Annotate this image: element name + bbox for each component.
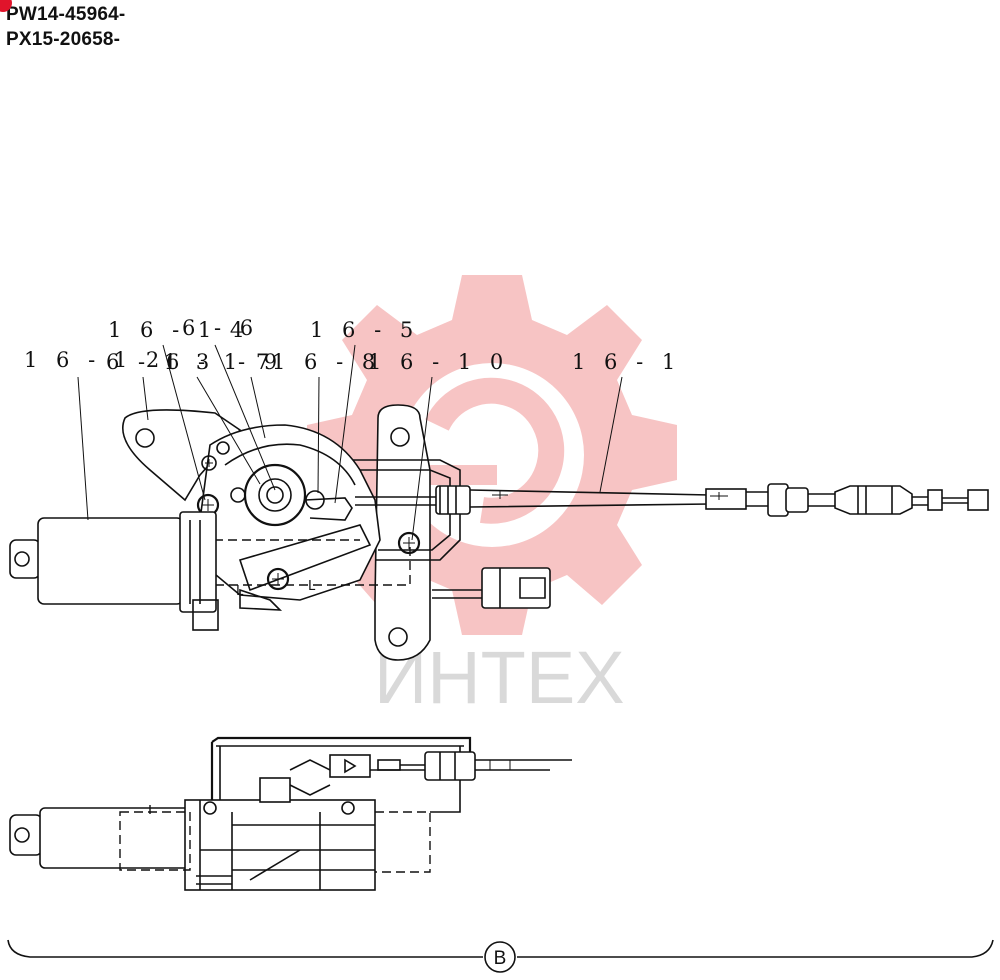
callout-16-14: 1 6 - 1 4	[108, 318, 249, 342]
leader-lines	[77, 344, 623, 541]
callout-labels: 1 6 - 1 4 6 - 6 1 6 - 5 1 6 - 1 2 6 - 1 …	[24, 316, 681, 374]
callout-16-7: 6 - 1 7	[166, 350, 275, 374]
serial-range-2: PX15-20658-	[6, 29, 121, 50]
callout-16-6: 6 - 6	[182, 316, 259, 340]
screw-icon	[397, 531, 421, 555]
callout-16-5: 1 6 - 5	[310, 318, 419, 342]
serial-range-1: PW14-45964-	[6, 4, 126, 25]
callout-16-12: 1 6 - 1 2	[24, 348, 165, 372]
wire-connector	[432, 567, 551, 609]
actuator-body: L L	[199, 424, 411, 611]
svg-text:L: L	[308, 579, 316, 594]
screw-icon	[216, 441, 230, 455]
view-label-b: B	[494, 948, 507, 969]
callout-16-9: - 9	[238, 350, 283, 374]
view-bracket: B	[7, 939, 994, 973]
svg-text:L: L	[236, 584, 244, 599]
screw-icon	[266, 567, 290, 591]
callout-16-13: 6 - 1 3	[106, 350, 215, 374]
electric-motor	[9, 511, 219, 631]
callout-16-8: 1 6 - 8	[272, 350, 381, 374]
screw-icon	[201, 455, 217, 471]
mounting-bracket	[121, 404, 461, 661]
callout-16-1: 1 6 - 1	[572, 350, 681, 374]
side-view-assembly	[9, 736, 572, 891]
corner-marker-icon	[0, 0, 12, 12]
callout-16-10: 1 6 - 1 0	[368, 350, 509, 374]
control-cable	[355, 483, 989, 517]
